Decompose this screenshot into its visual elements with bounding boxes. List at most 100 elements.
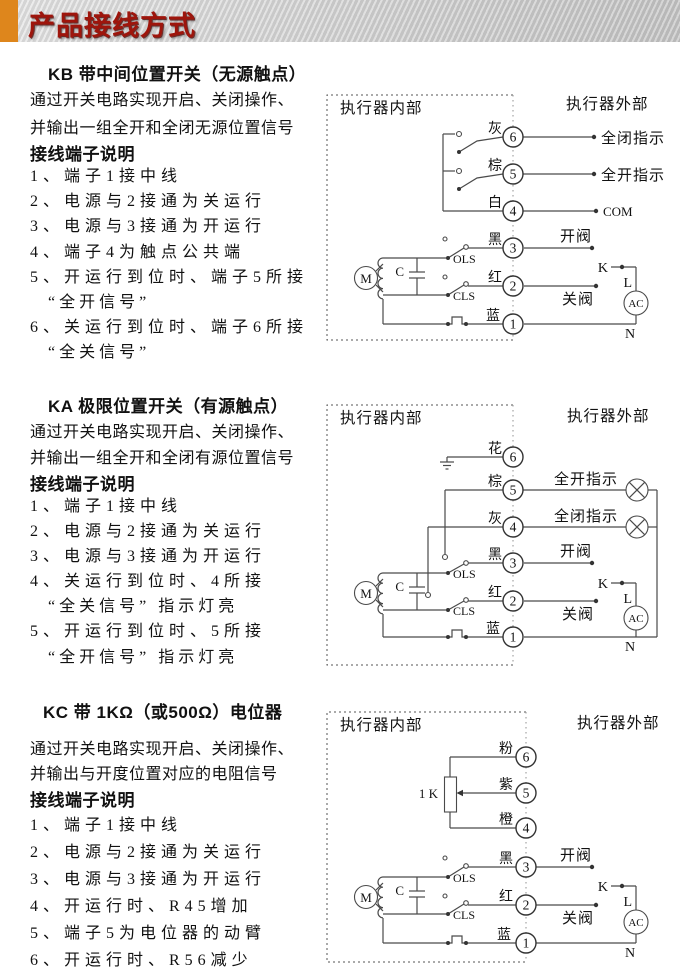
l-label: L	[623, 895, 632, 910]
svg-text:6: 6	[510, 450, 517, 465]
section-ka-title: KA 极限位置开关（有源触点）	[48, 397, 289, 416]
potentiometer-body	[443, 776, 458, 813]
terminal-5: 5	[502, 163, 524, 185]
terminal-4: 4	[502, 516, 524, 538]
list-item: 5、开运行到位时、5所接	[30, 623, 267, 641]
svg-text:黑: 黑	[499, 852, 513, 867]
svg-text:黑: 黑	[488, 548, 502, 563]
svg-text:M: M	[360, 586, 372, 601]
motor-icon: M	[353, 265, 379, 291]
terminal-3: 3	[515, 856, 537, 878]
internal-wiring	[375, 756, 516, 944]
terminal-1: 1	[502, 626, 524, 648]
wire-color-labels: 灰 棕 白 黑 红 蓝	[486, 121, 502, 324]
section-kc-title: KC 带 1KΩ（或500Ω）电位器	[43, 703, 283, 722]
l-label: L	[623, 592, 632, 607]
intro-line: 通过开关电路实现开启、关闭操作、	[30, 741, 295, 758]
open-indicator-label: 全开指示	[554, 470, 618, 488]
list-item: 4、关运行到位时、4所接	[30, 573, 267, 591]
terminal-1: 1	[515, 932, 537, 954]
svg-text:1: 1	[510, 630, 517, 645]
external-wiring	[536, 866, 637, 944]
list-item: 3、电源与3接通为开运行	[30, 218, 267, 236]
terminal-3: 3	[502, 552, 524, 574]
intro-line: 并输出与开度位置对应的电阻信号	[30, 766, 278, 783]
svg-text:1: 1	[523, 936, 530, 951]
list-item: 4、开运行时、R45增加	[30, 898, 253, 915]
svg-text:灰: 灰	[488, 121, 502, 137]
svg-text:棕: 棕	[488, 474, 502, 490]
terminal-notes-list: 1、端子1接中线 2、电源与2接通为关运行 3、电源与3接通为开运行 4、端子4…	[30, 164, 330, 366]
header-accent-block	[0, 0, 18, 42]
list-item: 5、端子5为电位器的动臂	[30, 925, 267, 942]
close-valve-label: 关阀	[562, 606, 594, 623]
svg-text:蓝: 蓝	[486, 621, 500, 637]
terminal-notes-list: 1、端子1接中线 2、电源与2接通为关运行 3、电源与3接通为开运行 4、关运行…	[30, 494, 330, 670]
cls-label: CLS	[453, 908, 475, 922]
terminal-2: 2	[502, 590, 524, 612]
svg-text:黑: 黑	[488, 233, 502, 248]
n-label: N	[625, 327, 635, 342]
svg-text:紫: 紫	[499, 777, 513, 793]
terminal-4: 4	[502, 200, 524, 222]
list-item-continuation: “全关信号”	[48, 344, 151, 362]
svg-text:4: 4	[510, 520, 517, 535]
svg-text:红: 红	[488, 585, 502, 601]
terminal-6: 6	[502, 126, 524, 148]
svg-text:5: 5	[510, 167, 517, 182]
cls-label: CLS	[453, 604, 475, 618]
svg-text:5: 5	[523, 786, 530, 801]
internal-wiring	[375, 456, 503, 638]
list-item-continuation: “全开信号” 指示灯亮	[48, 648, 239, 666]
external-dots	[589, 864, 625, 908]
external-dots	[589, 560, 625, 604]
switch-contacts	[442, 130, 469, 326]
open-valve-label: 开阀	[560, 228, 592, 245]
page-title: 产品接线方式	[28, 11, 196, 41]
list-item: 5、开运行到位时、端子5所接	[30, 268, 309, 286]
svg-text:AC: AC	[628, 298, 643, 310]
actuator-boundary-box	[326, 404, 513, 666]
intro-line: 并输出一组全开和全闭有源位置信号	[30, 450, 295, 467]
svg-text:M: M	[360, 271, 372, 286]
open-valve-label: 开阀	[560, 543, 592, 560]
pot-value-label: 1 K	[419, 786, 439, 801]
terminal-2: 2	[515, 894, 537, 916]
svg-text:红: 红	[488, 270, 502, 286]
svg-text:2: 2	[510, 594, 517, 609]
wiper-arrow-icon	[456, 789, 463, 797]
motor-icon: M	[353, 580, 379, 606]
ac-source-icon: AC	[623, 909, 649, 935]
list-item: 1、端子1接中线	[30, 817, 183, 834]
k-label: K	[598, 880, 608, 895]
terminal-notes-heading: 接线端子说明	[30, 475, 135, 494]
list-item: 2、电源与2接通为关运行	[30, 523, 267, 541]
svg-text:红: 红	[499, 889, 513, 905]
wire-color-labels: 花 棕 灰 黑 红 蓝	[486, 441, 502, 637]
external-dots	[589, 134, 625, 289]
terminal-notes-heading: 接线端子说明	[30, 145, 135, 164]
list-item: 1、端子1接中线	[30, 498, 183, 515]
capacitor-label: C	[395, 579, 404, 594]
list-item-continuation: “全关信号” 指示灯亮	[48, 598, 239, 616]
com-label: COM	[603, 204, 633, 219]
inside-label: 执行器内部	[340, 99, 423, 117]
ols-label: OLS	[453, 252, 476, 266]
open-valve-label: 开阀	[560, 847, 592, 864]
list-item: 6、开运行时、R56减少	[30, 952, 253, 969]
kc-wiring-diagram: 执行器内部 执行器外部 1 K M C OLS CLS	[326, 711, 659, 963]
svg-text:4: 4	[523, 821, 530, 836]
svg-text:蓝: 蓝	[486, 308, 500, 324]
switch-contacts	[442, 855, 469, 945]
n-label: N	[625, 640, 635, 655]
terminal-6: 6	[502, 446, 524, 468]
l-label: L	[623, 276, 632, 291]
terminals: 6 5 4 3 2 1	[502, 446, 524, 648]
terminal-6: 6	[515, 746, 537, 768]
header-bar: 产品接线方式	[0, 0, 680, 42]
svg-text:AC: AC	[628, 917, 643, 929]
svg-text:2: 2	[523, 898, 530, 913]
external-wiring	[523, 136, 637, 325]
intro-line: 通过开关电路实现开启、关闭操作、	[30, 424, 295, 441]
